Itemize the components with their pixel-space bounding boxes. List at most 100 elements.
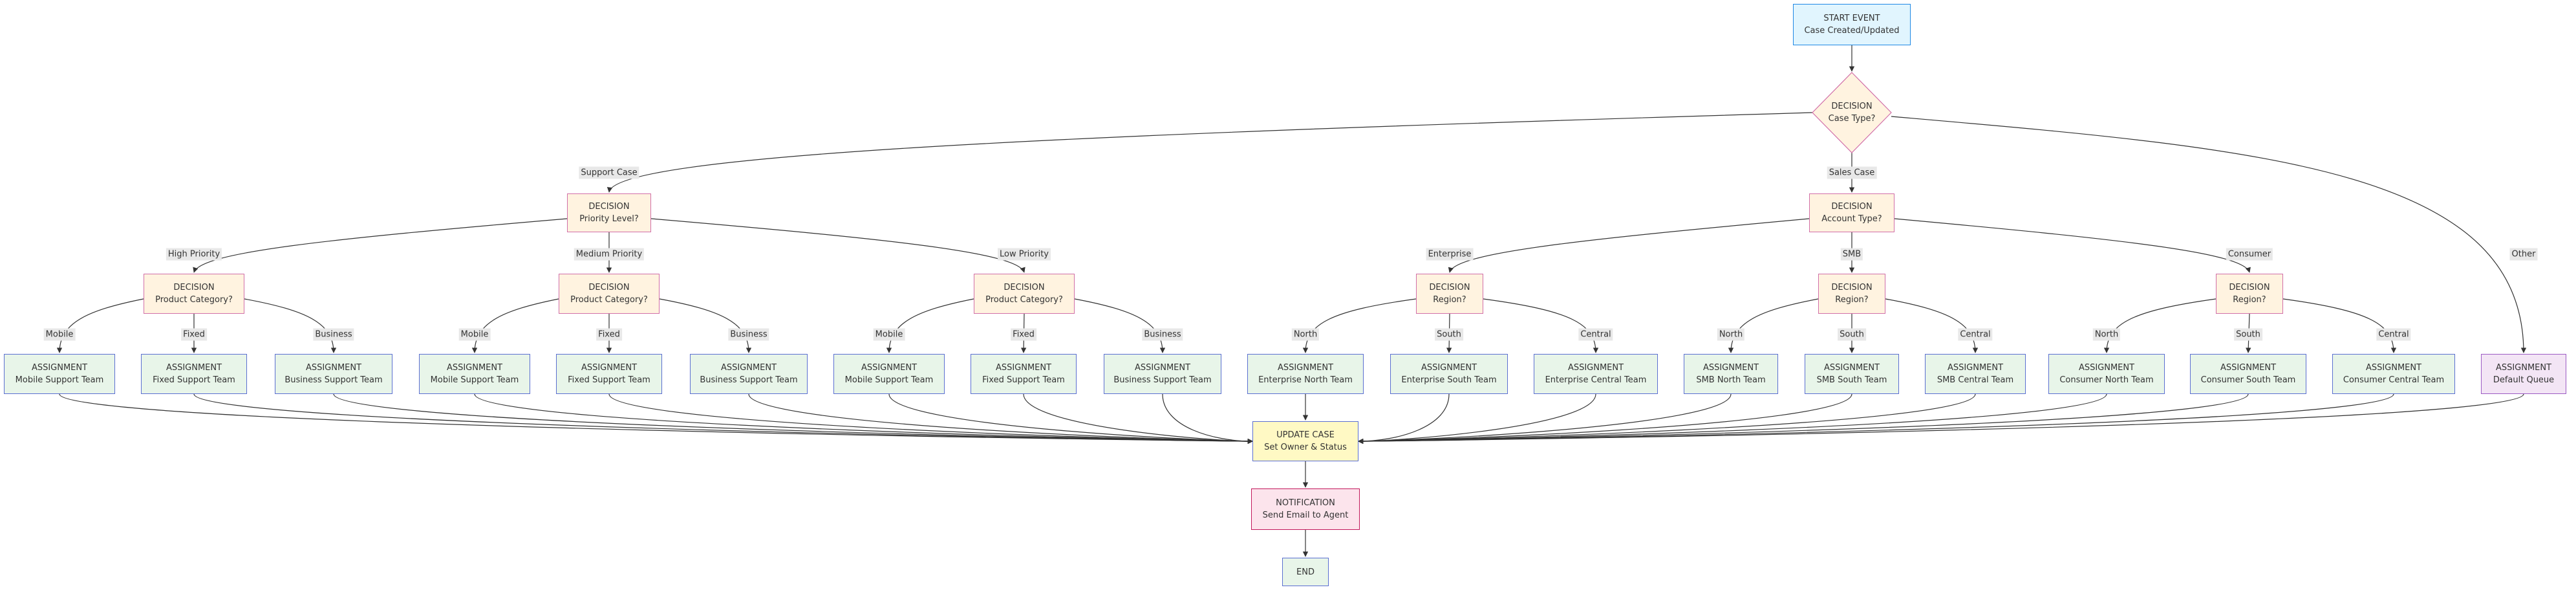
assignment-high-business: ASSIGNMENT Business Support Team <box>275 354 392 394</box>
edge-label-smb-central: Central <box>1958 328 1993 341</box>
notification-label: Send Email to Agent <box>1262 510 1349 520</box>
assignment-medium-fixed: ASSIGNMENT Fixed Support Team <box>556 354 662 394</box>
assignment-label: Consumer South Team <box>2200 375 2296 385</box>
edge-assignment-8-to-update <box>1162 393 1253 444</box>
region-consumer-label: Region? <box>2233 295 2266 305</box>
region-enterprise-node: DECISION Region? <box>1416 274 1483 314</box>
assignment-enterprise-south: ASSIGNMENT Enterprise South Team <box>1390 354 1508 394</box>
assignment-label: Fixed Support Team <box>568 375 650 385</box>
edge-label-smb: SMB <box>1840 248 1863 261</box>
edge-high-priority <box>193 218 568 273</box>
assignment-high-mobile: ASSIGNMENT Mobile Support Team <box>4 354 115 394</box>
edge-assignment-7-to-update <box>1023 393 1253 444</box>
assignment-consumer-south: ASSIGNMENT Consumer South Team <box>2190 354 2306 394</box>
assignment-consumer-central: ASSIGNMENT Consumer Central Team <box>2332 354 2455 394</box>
assignment-low-mobile: ASSIGNMENT Mobile Support Team <box>833 354 945 394</box>
end-label: END <box>1296 567 1315 577</box>
assignment-label: SMB North Team <box>1696 375 1766 385</box>
assignment-label: Enterprise North Team <box>1258 375 1353 385</box>
assignment-label: Business Support Team <box>284 375 383 385</box>
region-enterprise-label: Region? <box>1433 295 1466 305</box>
product-category-medium-node: DECISION Product Category? <box>559 274 660 314</box>
edge-low-priority <box>650 218 1025 273</box>
assignment-label: Mobile Support Team <box>844 375 934 385</box>
edge-assignment-17-to-update <box>1358 393 2394 444</box>
assignment-enterprise-north: ASSIGNMENT Enterprise North Team <box>1247 354 1364 394</box>
edge-label-enterprise-south: South <box>1435 328 1463 341</box>
assignment-type: ASSIGNMENT <box>2078 363 2135 373</box>
edge-assignment-16-to-update <box>1358 393 2249 444</box>
assignment-label: Mobile Support Team <box>430 375 519 385</box>
edge-consumer <box>1894 218 2251 273</box>
case-type-decision: DECISION Case Type? <box>1819 97 1884 128</box>
product-category-medium-type: DECISION <box>588 283 630 292</box>
assignment-label: Fixed Support Team <box>153 375 235 385</box>
edge-label-high-mobile: Mobile <box>43 328 76 341</box>
assignment-type: ASSIGNMENT <box>995 363 1052 373</box>
region-smb-node: DECISION Region? <box>1818 274 1885 314</box>
edge-assignment-18-to-update <box>1358 393 2524 444</box>
product-category-low-label: Product Category? <box>985 295 1063 305</box>
product-category-low-type: DECISION <box>1004 283 1045 292</box>
edge-enterprise <box>1448 218 1810 273</box>
edge-label-smb-south: South <box>1838 328 1866 341</box>
edge-label-high-fixed: Fixed <box>181 328 207 341</box>
edge-medium-right <box>659 298 752 353</box>
edge-label-support-case: Support Case <box>579 166 639 179</box>
product-category-low-node: DECISION Product Category? <box>974 274 1075 314</box>
assignment-type: ASSIGNMENT <box>2495 363 2552 373</box>
assignment-type: ASSIGNMENT <box>1421 363 1477 373</box>
assignment-label: Business Support Team <box>1113 375 1212 385</box>
edge-label-medium-business: Business <box>728 328 769 341</box>
edge-label-smb-north: North <box>1717 328 1745 341</box>
edge-label-low-priority: Low Priority <box>997 248 1051 261</box>
account-decision-node: DECISION Account Type? <box>1809 193 1894 232</box>
edge-assignment-10-to-update <box>1358 393 1450 444</box>
assignment-high-fixed: ASSIGNMENT Fixed Support Team <box>141 354 247 394</box>
assignment-label: Enterprise South Team <box>1401 375 1497 385</box>
assignment-medium-mobile: ASSIGNMENT Mobile Support Team <box>419 354 530 394</box>
edge-label-other: Other <box>2509 248 2538 261</box>
assignment-label: Business Support Team <box>700 375 798 385</box>
edge-smb-right <box>1885 298 1979 353</box>
edge-consumer-right <box>2282 298 2397 353</box>
edge-label-high-business: Business <box>313 328 354 341</box>
case-type-decision-diamond <box>1812 72 1892 153</box>
edge-assignment-11-to-update <box>1358 393 1596 444</box>
region-enterprise-type: DECISION <box>1429 283 1470 292</box>
edge-label-low-business: Business <box>1142 328 1183 341</box>
update-case-type: UPDATE CASE <box>1276 430 1335 440</box>
edge-enterprise-right <box>1483 298 1599 353</box>
edge-support-case <box>606 112 1813 193</box>
assignment-type: ASSIGNMENT <box>1134 363 1191 373</box>
assignment-type: ASSIGNMENT <box>1947 363 2004 373</box>
edge-assignment-0-to-update <box>59 393 1253 444</box>
region-smb-type: DECISION <box>1831 283 1873 292</box>
assignment-type: ASSIGNMENT <box>2220 363 2277 373</box>
edge-assignment-6-to-update <box>888 393 1253 444</box>
assignment-enterprise-central: ASSIGNMENT Enterprise Central Team <box>1534 354 1658 394</box>
edge-low-left <box>886 298 974 353</box>
edge-label-medium-priority: Medium Priority <box>574 248 645 261</box>
assignment-type: ASSIGNMENT <box>2365 363 2422 373</box>
edge-consumer-left <box>2103 298 2216 353</box>
edge-smb-left <box>1728 298 1819 353</box>
assignment-label: Consumer Central Team <box>2343 375 2445 385</box>
edge-other <box>1891 116 2527 353</box>
edge-high-right <box>244 298 337 353</box>
notification-type: NOTIFICATION <box>1276 498 1335 508</box>
update-case-label: Set Owner & Status <box>1264 443 1347 452</box>
edge-label-medium-mobile: Mobile <box>458 328 491 341</box>
edge-label-high-priority: High Priority <box>166 248 222 261</box>
assignment-type: ASSIGNMENT <box>720 363 777 373</box>
account-decision-label: Account Type? <box>1821 214 1882 224</box>
assignment-low-business: ASSIGNMENT Business Support Team <box>1104 354 1221 394</box>
priority-decision-node: DECISION Priority Level? <box>567 193 651 232</box>
assignment-label: Mobile Support Team <box>15 375 104 385</box>
assignment-type: ASSIGNMENT <box>1277 363 1334 373</box>
assignment-type: ASSIGNMENT <box>1702 363 1759 373</box>
edge-label-consumer-north: North <box>2092 328 2121 341</box>
edge-label-sales-case: Sales Case <box>1827 166 1877 179</box>
assignment-smb-south: ASSIGNMENT SMB South Team <box>1805 354 1899 394</box>
